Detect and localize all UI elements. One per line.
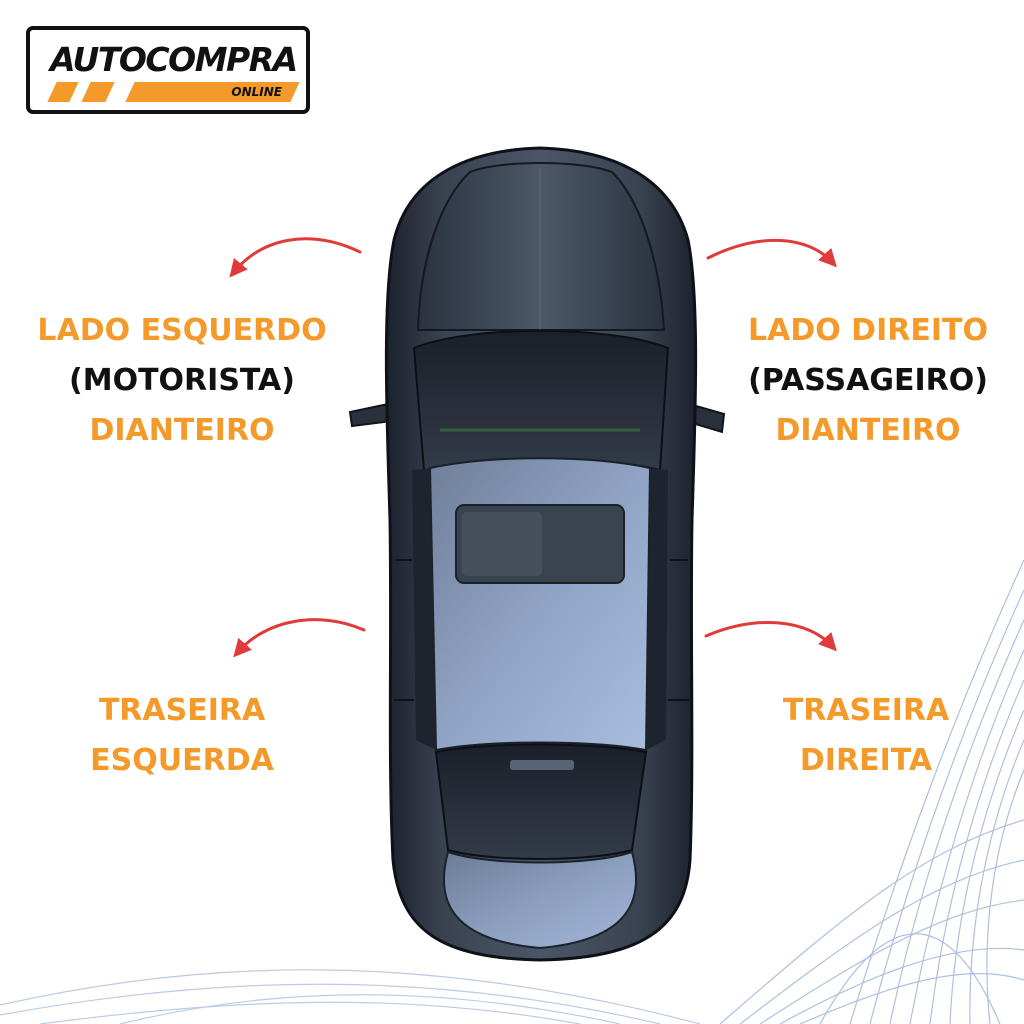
label-rear-right: TRASEIRA DIREITA [728,686,1004,786]
label-front-left-line2: (MOTORISTA) [69,363,295,398]
label-rear-left-line2: ESQUERDA [90,743,274,778]
label-rear-left-line1: TRASEIRA [98,693,266,728]
curved-arrow-icon [229,237,362,278]
car-hood [416,162,666,331]
label-front-right-line1: LADO DIREITO [748,313,988,348]
car-trunk [442,850,638,950]
label-rear-right-line1: TRASEIRA [782,693,950,728]
brand-name: AUTOCOMPRA [50,40,298,79]
label-front-right-line2: (PASSAGEIRO) [748,363,988,398]
brand-logo: AUTOCOMPRA ONLINE [26,26,310,114]
curved-arrow-icon [233,618,366,658]
label-front-left-line3: DIANTEIRO [89,413,275,448]
label-front-left: LADO ESQUERDO (MOTORISTA) DIANTEIRO [0,306,364,456]
label-rear-right-line2: DIREITA [799,743,933,778]
label-front-right-line3: DIANTEIRO [775,413,961,448]
car-rear-window [434,743,648,860]
curved-arrow-icon [704,621,837,652]
brand-tagline: ONLINE [231,85,282,99]
curved-arrow-icon [706,239,837,268]
label-front-left-line1: LADO ESQUERDO [37,313,327,348]
label-rear-left: TRASEIRA ESQUERDA [32,686,332,786]
label-front-right: LADO DIREITO (PASSAGEIRO) DIANTEIRO [718,306,1018,456]
